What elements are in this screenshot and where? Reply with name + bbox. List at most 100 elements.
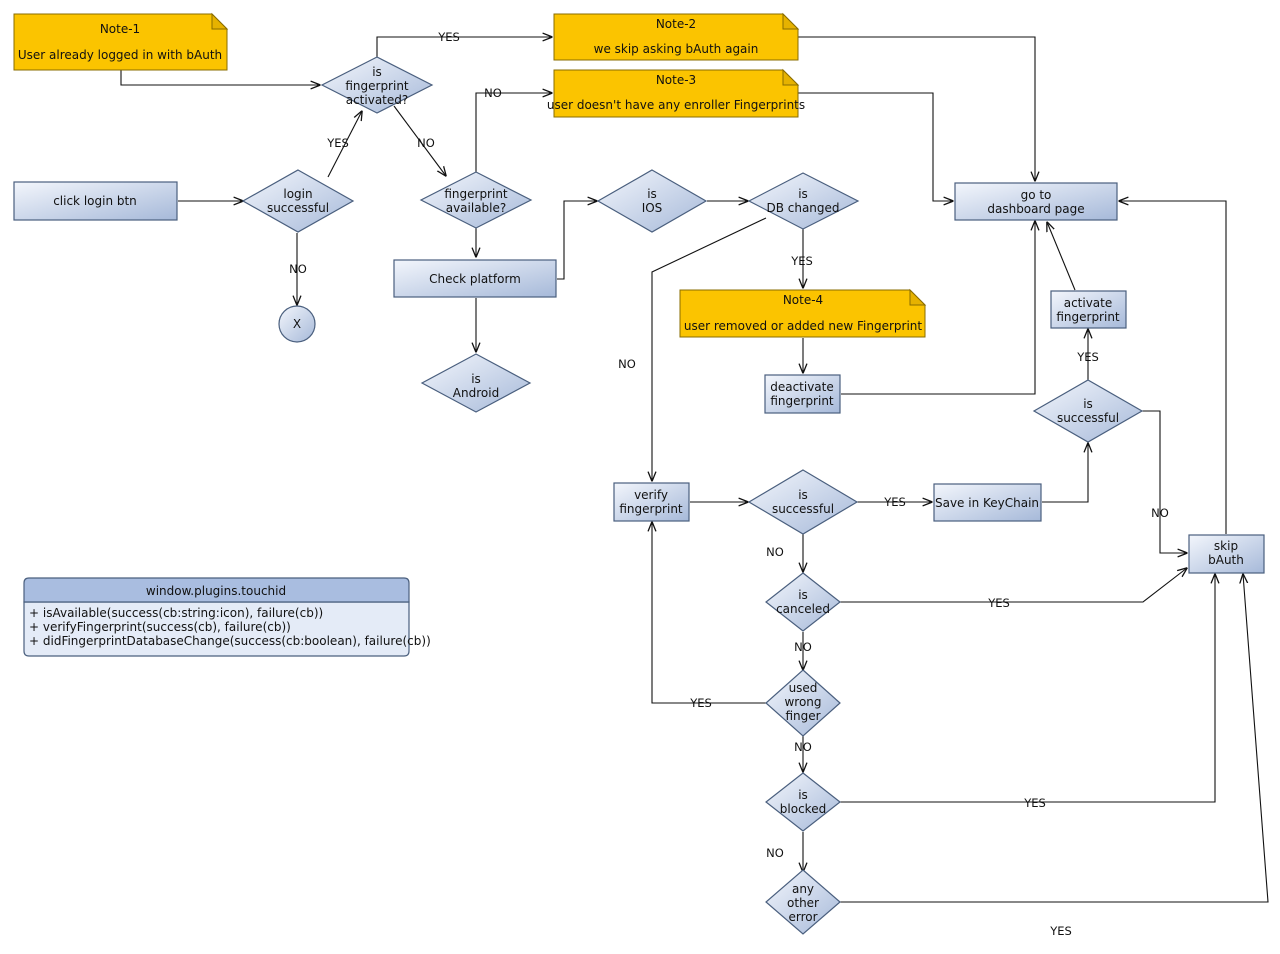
note-3: Note-3 user doesn't have any enroller Fi… (547, 68, 805, 118)
edge-label-no: NO (766, 846, 784, 860)
decision-successful-mid: is successful (747, 469, 859, 535)
edge-label-yes: YES (689, 696, 712, 710)
svg-text:is: is (798, 187, 808, 201)
note-text: user removed or added new Fingerprint (684, 319, 922, 333)
edge-note3-dashboard (797, 92, 953, 201)
note-2: Note-2 we skip asking bAuth again (553, 12, 800, 61)
svg-text:blocked: blocked (780, 802, 826, 816)
svg-text:activated?: activated? (346, 93, 409, 107)
edge-activated-yes-note2 (376, 37, 552, 57)
node-dashboard: go to dashboard page (954, 182, 1118, 221)
svg-text:successful: successful (772, 502, 834, 516)
svg-text:is: is (798, 588, 808, 602)
svg-text:is: is (647, 187, 657, 201)
svg-text:Save in KeyChain: Save in KeyChain (935, 496, 1039, 510)
edge-label-yes: YES (437, 30, 460, 44)
edge-activate-dashboard (1047, 222, 1076, 291)
svg-text:error: error (788, 910, 817, 924)
note-text: we skip asking bAuth again (594, 42, 759, 56)
svg-text:login: login (283, 187, 312, 201)
node-deactivate-fingerprint: deactivate fingerprint (764, 374, 841, 414)
node-save-keychain: Save in KeyChain (933, 483, 1042, 522)
svg-text:canceled: canceled (776, 602, 830, 616)
edges (120, 36, 1269, 903)
edge-label-yes: YES (987, 596, 1010, 610)
svg-text:used: used (789, 681, 818, 695)
note-title: Note-3 (656, 73, 696, 87)
edge-label-yes: YES (1076, 350, 1099, 364)
svg-text:Android: Android (453, 386, 499, 400)
edge-label-no: NO (794, 740, 812, 754)
edge-label-yes: YES (790, 254, 813, 268)
svg-text:fingerprint: fingerprint (619, 502, 683, 516)
svg-text:dashboard page: dashboard page (987, 202, 1084, 216)
decision-is-ios: is IOS (596, 169, 708, 233)
edge-deactivate-dashboard (841, 221, 1035, 395)
decision-successful-top: is successful (1032, 379, 1144, 443)
edge-labels: YES NO YES NO NO YES NO YES YES NO NO YE… (289, 30, 1169, 938)
edge-label-no: NO (1151, 506, 1169, 520)
decision-fingerprint-activated: is fingerprint activated? (320, 56, 434, 114)
svg-text:fingerprint: fingerprint (770, 394, 834, 408)
class-method: + didFingerprintDatabaseChange(success(c… (29, 634, 431, 648)
edge-label-no: NO (766, 545, 784, 559)
edge-activated-no-available (393, 105, 446, 176)
edge-label-yes: YES (1023, 796, 1046, 810)
svg-text:click login btn: click login btn (53, 194, 137, 208)
svg-text:activate: activate (1064, 296, 1113, 310)
decision-is-android: is Android (420, 353, 532, 413)
node-skip-bauth: skip bAuth (1188, 534, 1265, 574)
svg-text:Check platform: Check platform (429, 272, 521, 286)
decision-fingerprint-available: fingerprint available? (419, 171, 533, 229)
edge-label-no: NO (794, 640, 812, 654)
svg-text:deactivate: deactivate (770, 380, 834, 394)
edge-other-yes-skip (840, 574, 1269, 903)
svg-text:fingerprint: fingerprint (444, 187, 508, 201)
svg-text:available?: available? (446, 201, 507, 215)
edge-note2-dashboard (797, 36, 1035, 181)
node-activate-fingerprint: activate fingerprint (1050, 290, 1127, 329)
svg-text:fingerprint: fingerprint (345, 79, 409, 93)
edge-note1-activated (120, 70, 320, 85)
svg-text:verify: verify (634, 488, 668, 502)
decision-canceled: is canceled (765, 572, 841, 632)
edge-skip-dashboard (1119, 201, 1227, 534)
svg-text:is: is (1083, 397, 1093, 411)
class-title: window.plugins.touchid (146, 584, 286, 598)
edge-check-ios (557, 201, 597, 280)
note-title: Note-2 (656, 17, 696, 31)
note-text: user doesn't have any enroller Fingerpri… (547, 98, 805, 112)
decision-wrong-finger: used wrong finger (765, 669, 841, 737)
svg-text:go to: go to (1021, 188, 1052, 202)
node-click-login: click login btn (13, 181, 178, 221)
decision-db-changed: is DB changed (747, 172, 860, 230)
note-4: Note-4 user removed or added new Fingerp… (679, 288, 927, 338)
edge-wrong-yes-verify (652, 522, 766, 704)
svg-text:is: is (372, 65, 382, 79)
edge-label-yes: YES (1049, 924, 1072, 938)
edge-save-success-top (1042, 443, 1088, 503)
note-title: Note-4 (783, 293, 823, 307)
edge-login-yes-activated (327, 111, 362, 178)
class-box-touchid: window.plugins.touchid + isAvailable(suc… (23, 577, 431, 657)
edge-label-no: NO (289, 262, 307, 276)
svg-text:successful: successful (267, 201, 329, 215)
decision-blocked: is blocked (765, 772, 841, 832)
edge-success-top-no-skip (1142, 410, 1187, 553)
class-method: + verifyFingerprint(success(cb), failure… (29, 620, 291, 634)
svg-text:other: other (787, 896, 819, 910)
edge-label-no: NO (484, 86, 502, 100)
svg-text:is: is (471, 372, 481, 386)
edge-db-no-verify (652, 217, 767, 481)
svg-text:successful: successful (1057, 411, 1119, 425)
class-method: + isAvailable(success(cb:string:icon), f… (29, 606, 323, 620)
svg-text:X: X (293, 317, 301, 331)
note-text: User already logged in with bAuth (18, 48, 222, 62)
svg-text:skip: skip (1214, 539, 1238, 553)
edge-label-no: NO (618, 357, 636, 371)
svg-text:bAuth: bAuth (1208, 553, 1244, 567)
svg-text:any: any (792, 882, 814, 896)
decision-login-successful: login successful (241, 169, 355, 233)
note-title: Note-1 (100, 22, 140, 36)
